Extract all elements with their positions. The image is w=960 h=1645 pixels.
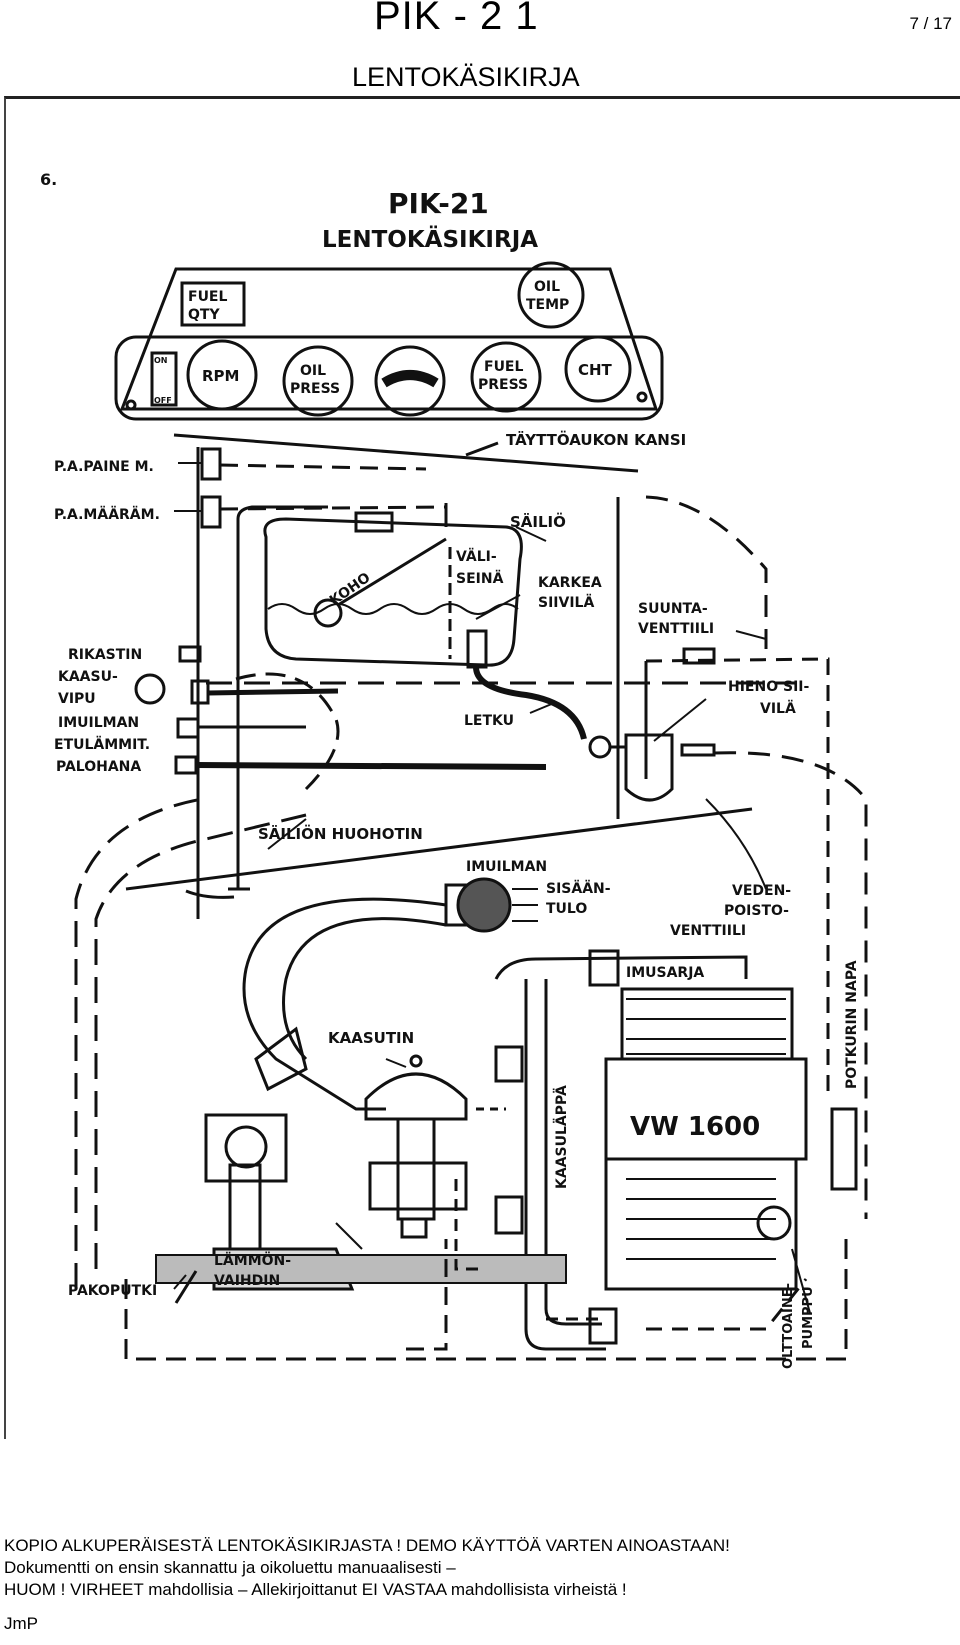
label-rpm: RPM bbox=[202, 367, 239, 385]
label-exhaust: PAKOPUTKI bbox=[68, 1283, 157, 1299]
label-oil-temp-1: OIL bbox=[534, 279, 560, 295]
throttle-knob bbox=[134, 673, 166, 705]
instrument-panel-top bbox=[119, 267, 659, 411]
label-fuel-press-1: FUEL bbox=[484, 359, 523, 375]
label-engine: VW 1600 bbox=[630, 1112, 760, 1142]
label-heat-exchanger-1: LÄMMÖN- bbox=[214, 1251, 291, 1269]
footer-scan-note: Dokumentti on ensin skannattu ja oikolue… bbox=[4, 1558, 456, 1577]
upper-deck-line bbox=[173, 433, 639, 473]
label-divider-1: VÄLI- bbox=[456, 548, 497, 565]
label-check-valve-1: SUUNTA- bbox=[638, 601, 708, 617]
label-check-valve-2: VENTTIILI bbox=[638, 621, 714, 637]
label-throttle-plate: KAASULÄPPÄ bbox=[553, 1085, 570, 1189]
label-coarse-strainer-2: SIIVILÄ bbox=[538, 594, 594, 611]
label-intake-flow-2: TULO bbox=[546, 901, 587, 917]
label-fuel-pump-2: PUMPPU bbox=[801, 1286, 816, 1349]
label-pa-paine: P.A.PAINE M. bbox=[54, 459, 154, 475]
label-intake-air: IMUILMAN bbox=[466, 859, 547, 875]
label-choke: RIKASTIN bbox=[68, 647, 142, 663]
label-intake-flow-1: SISÄÄN- bbox=[546, 880, 611, 897]
footer-copy-notice: KOPIO ALKUPERÄISESTÄ LENTOKÄSIKIRJASTA !… bbox=[4, 1536, 730, 1555]
label-fine-filter-2: VILÄ bbox=[760, 700, 796, 717]
oil-press-gauge bbox=[282, 345, 354, 417]
rpm-gauge bbox=[186, 339, 258, 411]
fuel-press-gauge bbox=[470, 341, 542, 413]
label-tank-vent: SÄILIÖN HUOHOTIN bbox=[258, 824, 423, 843]
label-intake-heat-1: IMUILMAN bbox=[58, 715, 139, 731]
label-drain-valve-1: VEDEN- bbox=[732, 883, 791, 899]
label-switch-off: OFF bbox=[154, 396, 172, 405]
label-throttle-2: VIPU bbox=[58, 691, 96, 707]
intake-air-filter bbox=[456, 877, 512, 933]
footer-disclaimer: HUOM ! VIRHEET mahdollisia – Allekirjoit… bbox=[4, 1580, 627, 1599]
label-fill-cap: TÄYTTÖAUKON KANSI bbox=[506, 430, 686, 449]
engine-block bbox=[604, 1057, 808, 1161]
cht-gauge bbox=[564, 335, 632, 403]
scan-heading-code: PIK-21 bbox=[388, 187, 489, 220]
label-oil-press-2: PRESS bbox=[290, 381, 340, 397]
label-prop-hub: POTKURIN NAPA bbox=[844, 960, 860, 1089]
label-fuel-pump-1: OLTTOAINE- bbox=[781, 1283, 796, 1369]
label-intake-manifold: IMUSARJA bbox=[626, 965, 704, 981]
label-intake-heat-2: ETULÄMMIT. bbox=[54, 736, 150, 753]
label-fine-filter-1: HIENO SII- bbox=[728, 679, 809, 695]
label-hose: LETKU bbox=[464, 713, 514, 729]
ignition-switch bbox=[150, 351, 178, 407]
document-code: PIK - 2 1 bbox=[374, 0, 539, 38]
exhaust-pipe bbox=[155, 1254, 567, 1284]
page-indicator: 7 / 17 bbox=[909, 14, 952, 33]
fine-filter bbox=[624, 733, 674, 802]
float bbox=[313, 598, 343, 628]
label-pa-maaram: P.A.MÄÄRÄM. bbox=[54, 506, 160, 523]
fuel-qty-gauge bbox=[180, 281, 246, 327]
label-fuel-qty-1: FUEL bbox=[188, 289, 227, 305]
scan-heading-title: LENTOKÄSIKIRJA bbox=[322, 225, 538, 253]
label-float: KOHO bbox=[327, 570, 374, 609]
label-switch-on: ON bbox=[154, 356, 168, 365]
label-fuel-press-2: PRESS bbox=[478, 377, 528, 393]
carburetor bbox=[364, 1072, 468, 1121]
footer-author: JmP bbox=[4, 1614, 38, 1633]
label-coarse-strainer-1: KARKEA bbox=[538, 575, 602, 591]
fuel-tank bbox=[263, 517, 523, 667]
label-divider-2: SEINÄ bbox=[456, 570, 504, 587]
ammeter-gauge bbox=[374, 345, 446, 417]
label-fuel-qty-2: QTY bbox=[188, 307, 220, 323]
label-fuel-cock: PALOHANA bbox=[56, 759, 141, 775]
oil-temp-gauge bbox=[517, 261, 585, 329]
label-heat-exchanger-2: VAIHDIN bbox=[214, 1273, 280, 1289]
prop-hub bbox=[830, 1107, 858, 1191]
instrument-panel bbox=[114, 335, 664, 421]
firewall-line bbox=[125, 807, 753, 891]
label-cht: CHT bbox=[578, 361, 613, 379]
label-tank: SÄILIÖ bbox=[510, 512, 566, 531]
diagram-drawing: 6. PIK-21 LENTOKÄSIKIRJA FUEL QTY OIL TE… bbox=[40, 170, 868, 1369]
label-drain-valve-2: POISTO- bbox=[724, 903, 789, 919]
label-oil-temp-2: TEMP bbox=[526, 297, 569, 313]
scanned-fuel-system-diagram: 6. PIK-21 LENTOKÄSIKIRJA FUEL QTY OIL TE… bbox=[4, 96, 960, 1439]
label-carburetor: KAASUTIN bbox=[328, 1029, 414, 1047]
label-oil-press-1: OIL bbox=[300, 363, 326, 379]
label-throttle-1: KAASU- bbox=[58, 669, 118, 685]
manual-title: LENTOKÄSIKIRJA bbox=[352, 62, 580, 92]
label-drain-valve-3: VENTTIILI bbox=[670, 923, 746, 939]
scan-page-number: 6. bbox=[40, 170, 57, 189]
